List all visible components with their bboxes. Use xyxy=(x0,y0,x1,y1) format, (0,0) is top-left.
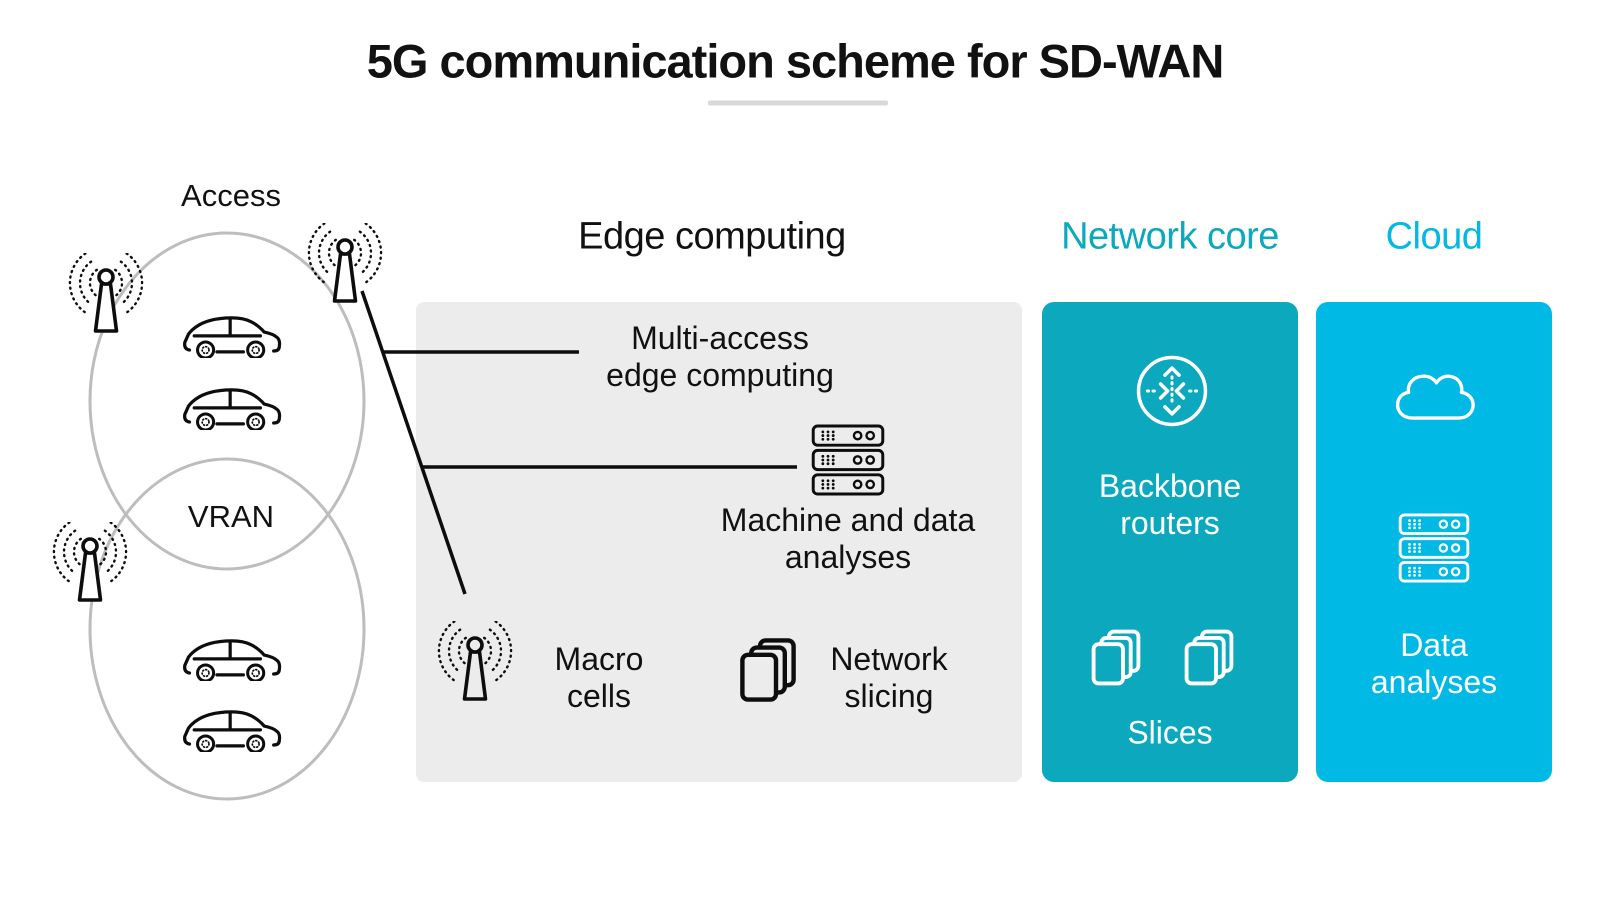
edge-computing-panel xyxy=(416,302,1022,782)
mec-label-line2: edge computing xyxy=(606,357,834,393)
network-slices-icon xyxy=(1091,629,1141,686)
cloud-icon xyxy=(1395,374,1475,420)
access-label: Access xyxy=(181,178,281,213)
macro-cells-label: Macro cells xyxy=(555,641,644,715)
title-underline xyxy=(708,100,888,106)
backbone-routers-label-line2: routers xyxy=(1120,505,1220,541)
cloud-heading: Cloud xyxy=(1385,215,1483,258)
network-slicing-label: Network slicing xyxy=(830,641,947,715)
backbone-routers-label: Backbone routers xyxy=(1099,468,1241,542)
network-slicing-label-line2: slicing xyxy=(844,678,934,714)
car-icon xyxy=(183,316,282,358)
server-stack-icon xyxy=(1398,513,1470,583)
machine-data-label-line1: Machine and data xyxy=(720,502,976,538)
machine-data-label-line2: analyses xyxy=(784,539,912,575)
network-core-panel xyxy=(1042,302,1298,782)
backbone-router-icon xyxy=(1136,355,1208,427)
data-analyses-label-line1: Data xyxy=(1400,627,1468,663)
network-slices-icon xyxy=(736,637,800,711)
mec-label-line1: Multi-access xyxy=(631,320,809,356)
macro-cells-label-line1: Macro xyxy=(554,641,644,677)
antenna-tower-icon xyxy=(68,253,144,333)
slices-label: Slices xyxy=(1127,715,1212,752)
network-core-heading: Network core xyxy=(1061,215,1279,258)
vran-label: VRAN xyxy=(187,499,275,534)
car-icon xyxy=(183,710,282,752)
mec-label: Multi-access edge computing xyxy=(606,320,834,394)
antenna-tower-icon xyxy=(307,223,383,303)
antenna-tower-icon xyxy=(437,621,513,701)
data-analyses-label: Data analyses xyxy=(1371,627,1497,701)
data-analyses-label-line2: analyses xyxy=(1370,664,1498,700)
network-slicing-label-line1: Network xyxy=(830,641,948,677)
car-icon xyxy=(183,388,282,430)
network-slices-icon xyxy=(1184,629,1234,686)
macro-cells-label-line2: cells xyxy=(566,678,631,714)
car-icon xyxy=(183,639,282,681)
slices-label-line1: Slices xyxy=(1127,714,1213,751)
page-title: 5G communication scheme for SD-WAN xyxy=(366,34,1225,88)
edge-computing-heading: Edge computing xyxy=(578,215,846,258)
machine-data-label: Machine and data analyses xyxy=(721,502,975,576)
antenna-tower-icon xyxy=(52,522,128,602)
server-stack-icon xyxy=(811,424,885,496)
backbone-routers-label-line1: Backbone xyxy=(1098,468,1242,504)
